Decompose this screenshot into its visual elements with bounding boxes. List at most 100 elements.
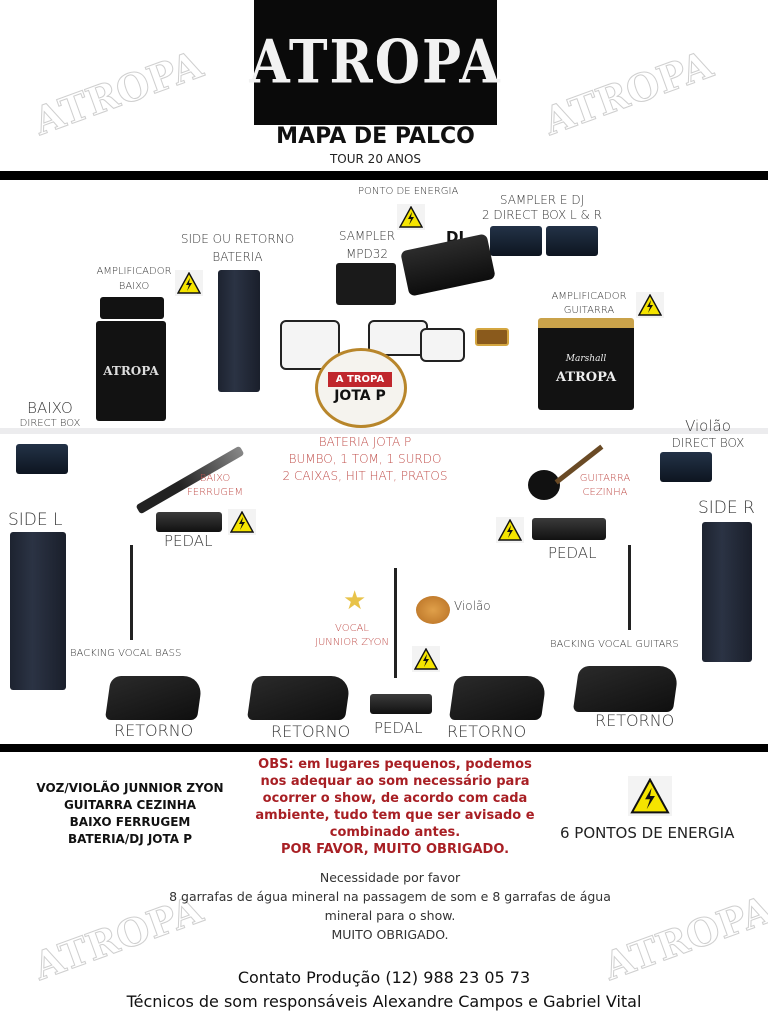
guitar-amp-label: AMPLIFICADOR GUITARRA: [548, 290, 630, 318]
top-divider: [0, 171, 768, 180]
needs-line: MUITO OBRIGADO.: [331, 927, 449, 942]
side-drums-speaker-image: [218, 270, 260, 392]
sampler-mpd32-image: [336, 263, 396, 305]
bass-player-label: BAIXO FERRUGEM: [180, 472, 250, 500]
drums-description: BATERIA JOTA P BUMBO, 1 TOM, 1 SURDO 2 C…: [270, 434, 460, 485]
monitor-wedge-image: [246, 676, 352, 720]
label-line: 2 CAIXAS, HIT HAT, PRATOS: [282, 469, 448, 483]
side-r-speaker-image: [702, 522, 752, 662]
amp-logo: ATROPA: [103, 364, 159, 378]
label-line: Violão: [685, 417, 731, 435]
pedal-right-label: PEDAL: [548, 544, 597, 562]
side-l-label: SIDE L: [8, 510, 63, 530]
warning-energy-icon: [636, 292, 664, 318]
direct-box-image: [546, 226, 598, 256]
amp-brand: Marshall: [565, 353, 607, 364]
acoustic-guitar-image: [416, 596, 450, 624]
band-members-list: VOZ/VIOLÃO JUNNIOR ZYON GUITARRA CEZINHA…: [20, 780, 240, 848]
bass-amp-head-image: [100, 297, 164, 319]
drum-head-band: A TROPA: [328, 372, 392, 387]
side-drums-label: SIDE OU RETORNO BATERIA: [170, 230, 305, 266]
label-line: BAIXO: [199, 473, 231, 484]
member-item: BAIXO FERRUGEM: [69, 815, 191, 829]
side-l-speaker-image: [10, 532, 66, 690]
vocal-label: VOCAL JUNNIOR ZYON: [310, 622, 394, 650]
monitor-wedge-image: [572, 666, 680, 712]
guitar-amp-image: Marshall ATROPA: [538, 318, 634, 410]
member-item: GUITARRA CEZINHA: [63, 798, 197, 812]
warning-energy-icon: [412, 646, 440, 672]
logo-text: ATROPA: [249, 27, 502, 98]
mic-stand-bass-image: [130, 545, 133, 640]
warning-energy-icon: [628, 776, 672, 816]
bass-amp-label: AMPLIFICADOR BAIXO: [88, 264, 180, 294]
direct-box-image: [660, 452, 712, 482]
sampler-label: SAMPLER MPD32: [332, 227, 402, 263]
pedal-center-label: PEDAL: [374, 719, 423, 737]
label-line: GUITARRA: [579, 473, 631, 484]
label-line: FERRUGEM: [187, 487, 243, 498]
page-subtitle: TOUR 20 ANOS: [329, 152, 422, 166]
needs-line: mineral para o show.: [324, 908, 456, 923]
backing-guitars-label: BACKING VOCAL GUITARS: [550, 639, 679, 650]
label-line: JUNNIOR ZYON: [315, 637, 389, 648]
label-line: SIDE OU RETORNO: [180, 232, 295, 246]
warning-energy-icon: [228, 509, 256, 535]
sampler-dj-label: SAMPLER E DJ 2 DIRECT BOX L & R: [472, 193, 612, 223]
member-item: VOZ/VIOLÃO JUNNIOR ZYON: [36, 781, 224, 795]
label-line: VOCAL: [335, 623, 369, 634]
pedalboard-image: [532, 518, 606, 540]
guitar-player-label: GUITARRA CEZINHA: [570, 472, 640, 500]
label-line: SAMPLER: [338, 229, 396, 243]
acoustic-label: Violão: [454, 599, 491, 613]
bass-amp-cabinet-image: ATROPA: [96, 321, 166, 421]
sound-technicians: Técnicos de som responsáveis Alexandre C…: [126, 992, 642, 1011]
pedalboard-image: [370, 694, 432, 714]
label-line: DIRECT BOX: [19, 418, 81, 429]
band-logo: ATROPA: [249, 0, 500, 125]
monitor-label: RETORNO: [271, 722, 351, 741]
warning-energy-icon: [397, 204, 425, 230]
drum-kit-image: A TROPA JOTA P: [270, 300, 510, 428]
contact-info: Contato Produção (12) 988 23 05 73 Técni…: [100, 966, 668, 1014]
stage-divider-strip: [0, 428, 768, 434]
label-line: CEZINHA: [582, 487, 628, 498]
mic-stand-guitars-image: [628, 545, 631, 630]
monitor-label: RETORNO: [595, 711, 675, 730]
pedal-left-label: PEDAL: [164, 532, 213, 550]
label-line: AMPLIFICADOR: [551, 291, 627, 302]
side-r-label: SIDE R: [698, 498, 755, 518]
watermark-logo: ATROPA: [27, 41, 209, 144]
monitor-wedge-image: [448, 676, 548, 720]
backing-bass-label: BACKING VOCAL BASS: [70, 648, 182, 659]
contact-phone: Contato Produção (12) 988 23 05 73: [237, 968, 531, 987]
needs-line: Necessidade por favor: [319, 870, 461, 885]
dj-controller-image: [400, 233, 496, 297]
label-line: DIRECT BOX: [671, 436, 745, 450]
energy-point-label: PONTO DE ENERGIA: [358, 186, 459, 197]
label-line: BATERIA JOTA P: [318, 435, 412, 449]
obs-note: OBS: em lugares pequenos, podemos nos ad…: [255, 756, 535, 858]
warning-energy-icon: [496, 517, 524, 543]
acoustic-di-label: Violão DIRECT BOX: [652, 418, 764, 452]
label-line: BAIXO: [27, 399, 73, 417]
label-line: GUITARRA: [563, 305, 615, 316]
monitor-wedge-image: [104, 676, 204, 720]
bass-di-label: BAIXO DIRECT BOX: [10, 400, 90, 432]
label-line: AMPLIFICADOR: [96, 266, 172, 277]
obs-text: OBS: em lugares pequenos, podemos nos ad…: [255, 757, 535, 840]
direct-box-image: [490, 226, 542, 256]
label-line: BUMBO, 1 TOM, 1 SURDO: [288, 452, 442, 466]
needs-line: 8 garrafas de água mineral na passagem d…: [169, 889, 611, 904]
pedalboard-image: [156, 512, 222, 532]
energy-points-total: 6 PONTOS DE ENERGIA: [560, 824, 735, 842]
drum-head-name: JOTA P: [334, 388, 386, 404]
label-line: SAMPLER E DJ: [499, 193, 585, 207]
label-line: BAIXO: [118, 281, 150, 292]
page-title: MAPA DE PALCO: [276, 124, 475, 149]
amp-logo: ATROPA: [555, 369, 617, 385]
label-line: MPD32: [345, 247, 389, 261]
star-icon: ★: [343, 586, 367, 616]
monitor-label: RETORNO: [447, 722, 527, 741]
needs-note: Necessidade por favor 8 garrafas de água…: [150, 868, 630, 944]
